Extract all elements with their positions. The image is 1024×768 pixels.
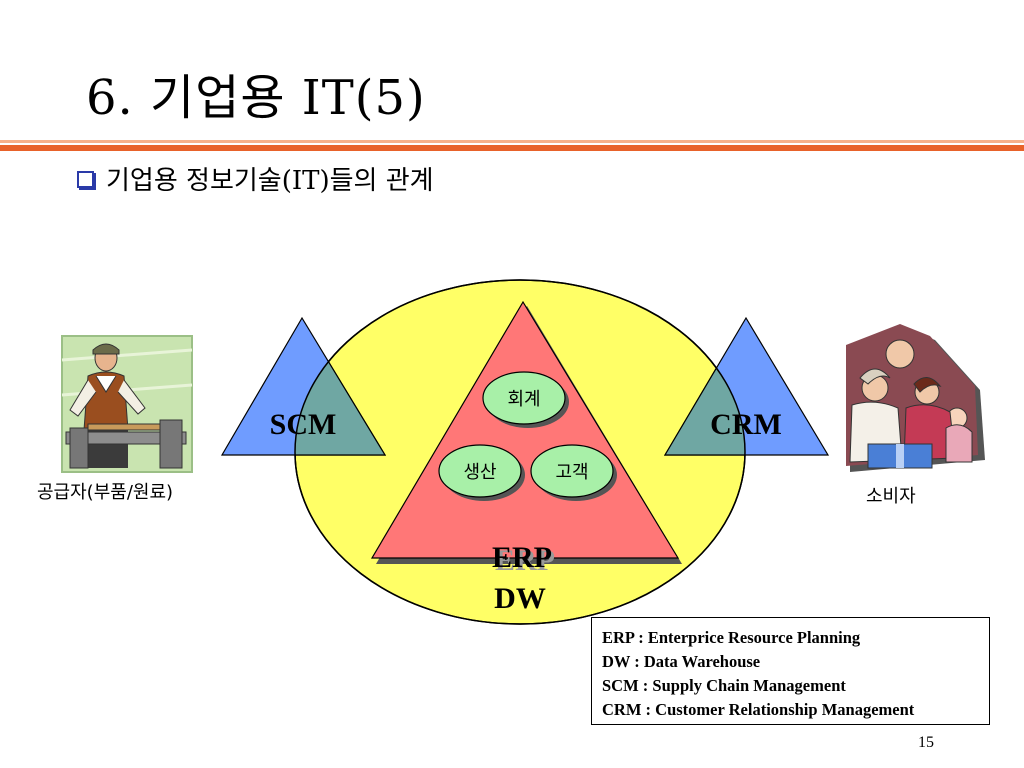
family-illustration (846, 324, 985, 472)
subtitle: 기업용 정보기술(IT)들의 관계 (77, 160, 434, 197)
legend-line-dw: DW : Data Warehouse (602, 652, 761, 671)
consumer-caption: 소비자 (866, 486, 916, 507)
node-customer (530, 444, 614, 498)
erp-label-shadow: ERP (495, 544, 555, 577)
title-divider-thin (0, 140, 1024, 143)
node-accounting (482, 371, 566, 425)
crm-label: CRM (710, 408, 782, 441)
legend-line-scm: SCM : Supply Chain Management (602, 676, 846, 695)
dw-label: DW (494, 582, 546, 615)
node-customer-label: 고객 (555, 462, 588, 483)
crm-overlap (663, 316, 745, 456)
subtitle-it: (IT) (281, 166, 330, 196)
subtitle-suffix: 들의 관계 (329, 166, 434, 196)
page-number: 15 (918, 734, 934, 751)
scm-label: SCM (270, 408, 337, 441)
legend-line-crm: CRM : Customer Relationship Management (602, 700, 915, 719)
node-accounting-label: 회계 (507, 389, 540, 410)
subtitle-prefix: 기업용 정보기술 (106, 166, 282, 196)
supplier-caption: 공급자(부품/원료) (37, 482, 174, 503)
node-production (438, 444, 522, 498)
square-bullet-icon (77, 171, 94, 188)
title-divider-thick (0, 145, 1024, 151)
slide-title: 6. 기업용 IT(5) (86, 70, 426, 126)
legend-line-erp: ERP : Enterprice Resource Planning (602, 628, 861, 647)
abbreviation-legend: ERP : Enterprice Resource Planning DW : … (591, 617, 990, 725)
erp-label: ERP (492, 541, 552, 574)
node-production-label: 생산 (463, 462, 496, 483)
craftsman-lathe-illustration (61, 335, 193, 473)
